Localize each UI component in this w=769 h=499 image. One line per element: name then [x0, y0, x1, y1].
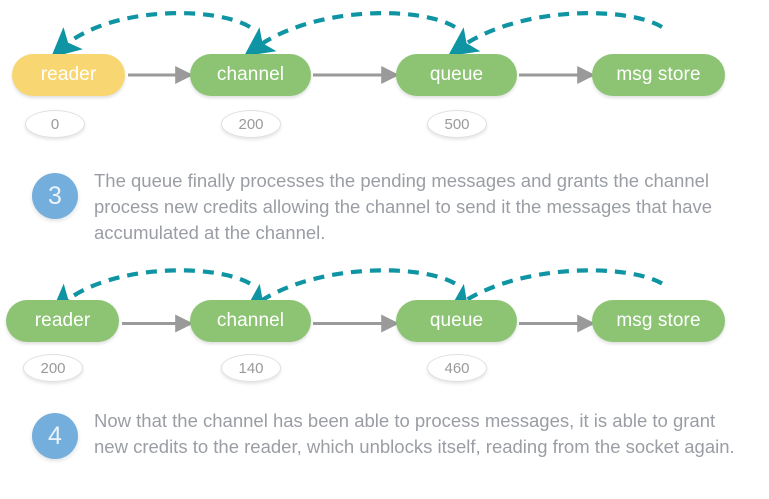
credit-value: 460: [444, 359, 470, 377]
credit-arrow-channel-to-reader: [50, 11, 252, 58]
credit-badge-reader: 200: [23, 354, 83, 382]
step-number: 4: [48, 421, 62, 450]
node-label: channel: [216, 64, 285, 85]
credit-arrow-queue-to-channel: [243, 268, 457, 313]
step-number-badge: 4: [32, 413, 78, 459]
node-channel[interactable]: channel: [190, 300, 311, 342]
node-label: reader: [40, 64, 97, 85]
credit-value: 500: [444, 115, 470, 133]
step-description: Now that the channel has been able to pr…: [94, 410, 735, 457]
diagram-row-1: reader channel queue msg store 0 200 500: [0, 0, 769, 150]
credit-value: 140: [238, 359, 264, 377]
node-label: channel: [216, 310, 285, 331]
step-number-badge: 3: [32, 173, 78, 219]
node-label: queue: [429, 64, 484, 85]
credit-value: 0: [50, 115, 60, 133]
credit-arrow-msgstore-to-queue: [447, 268, 664, 313]
node-reader[interactable]: reader: [12, 54, 125, 96]
step-description: The queue finally processes the pending …: [94, 170, 713, 243]
node-reader[interactable]: reader: [6, 300, 119, 342]
credit-arrow-msgstore-to-queue: [447, 11, 664, 57]
credit-arrow-queue-to-channel: [243, 11, 457, 57]
diagram-row-2: reader channel queue msg store 200 140 4…: [0, 260, 769, 405]
node-msg-store[interactable]: msg store: [592, 54, 725, 96]
node-queue[interactable]: queue: [396, 300, 517, 342]
credit-value: 200: [238, 115, 264, 133]
step-number: 3: [48, 181, 62, 210]
credit-value: 200: [40, 359, 66, 377]
credit-arrow-channel-to-reader: [50, 268, 252, 314]
node-label: msg store: [616, 310, 701, 331]
credit-badge-channel: 140: [221, 354, 281, 382]
node-queue[interactable]: queue: [396, 54, 517, 96]
credit-badge-reader: 0: [25, 110, 85, 138]
credit-badge-queue: 460: [427, 354, 487, 382]
node-msg-store[interactable]: msg store: [592, 300, 725, 342]
credit-badge-queue: 500: [427, 110, 487, 138]
node-label: msg store: [616, 64, 701, 85]
node-label: reader: [34, 310, 91, 331]
node-label: queue: [429, 310, 484, 331]
credit-badge-channel: 200: [221, 110, 281, 138]
node-channel[interactable]: channel: [190, 54, 311, 96]
